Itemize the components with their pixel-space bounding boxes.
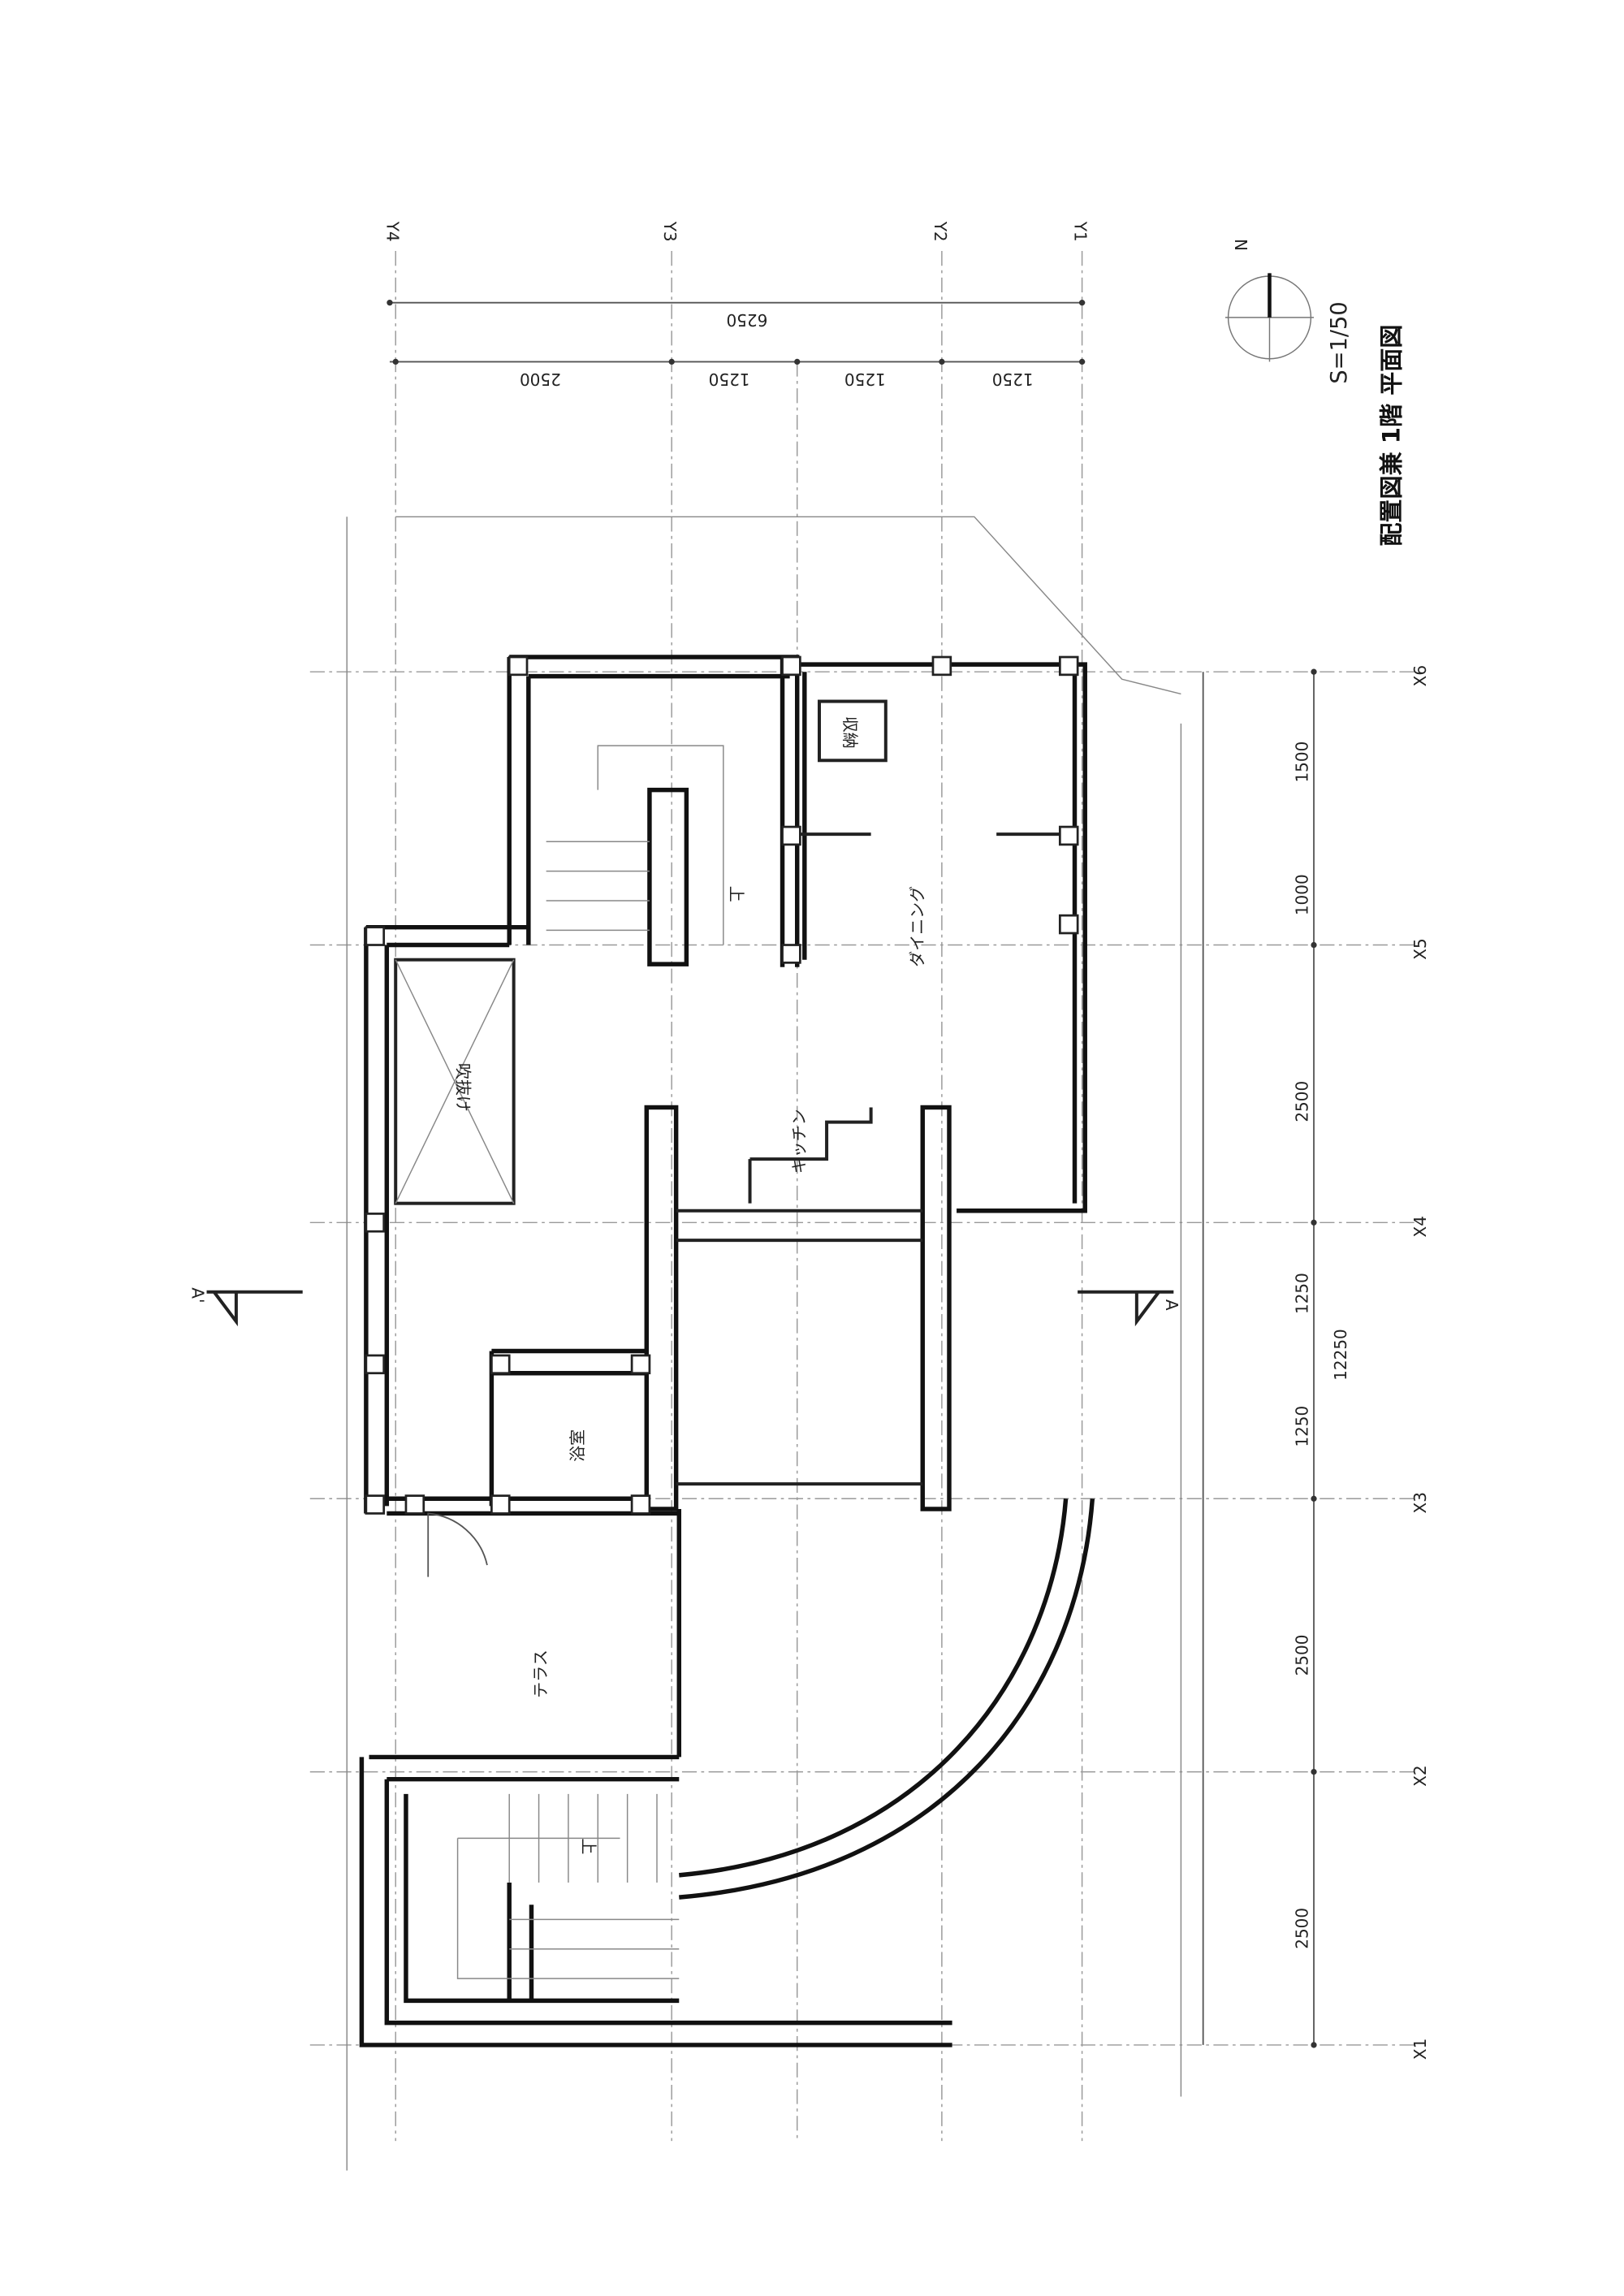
north-arrow: N bbox=[1224, 239, 1315, 362]
grid-lines bbox=[309, 251, 1418, 2171]
grid-label-y1: Y1 bbox=[1071, 221, 1091, 242]
room-label-bath: 浴室 bbox=[568, 1429, 587, 1462]
dim-y-1: 2500 bbox=[520, 370, 561, 389]
scale-label: S=1/50 bbox=[1327, 301, 1352, 383]
section-mark-a: A bbox=[1162, 1299, 1181, 1311]
room-label-kitchen: キッチン bbox=[789, 1109, 809, 1174]
grid-label-y2: Y2 bbox=[931, 221, 950, 242]
grid-label-x5: X5 bbox=[1410, 938, 1430, 959]
room-label-storage: 収納 bbox=[840, 716, 860, 749]
dim-x-4: 1250 bbox=[1293, 1273, 1312, 1314]
grid-label-x3: X3 bbox=[1410, 1492, 1430, 1513]
room-label-void: 吹抜け bbox=[454, 1063, 473, 1112]
dim-y-total: 6250 bbox=[727, 310, 768, 330]
drawing-title: 配置図兼 1階 平面図 bbox=[1377, 325, 1405, 547]
north-label: N bbox=[1232, 239, 1251, 251]
dim-y-4: 1250 bbox=[992, 370, 1034, 389]
dim-x-total: 12250 bbox=[1331, 1329, 1350, 1381]
grid-label-x2: X2 bbox=[1410, 1765, 1430, 1786]
dim-x-2: 2500 bbox=[1293, 1635, 1312, 1676]
dim-x-1: 2500 bbox=[1293, 1908, 1312, 1949]
grid-label-y3: Y3 bbox=[660, 221, 680, 242]
grid-label-x4: X4 bbox=[1410, 1216, 1430, 1237]
section-marks: A' A bbox=[188, 1287, 1181, 1327]
room-label-terrace: テラス bbox=[531, 1650, 551, 1698]
grid-label-x1: X1 bbox=[1410, 2039, 1430, 2060]
room-labels: 収納 吹抜け ダイニング キッチン 浴室 テラス 上 上 bbox=[454, 716, 927, 1855]
dim-x-3: 1250 bbox=[1293, 1406, 1312, 1447]
x-dimensions: 2500 2500 1250 1250 2500 1000 1500 12250… bbox=[1202, 665, 1430, 2060]
grid-label-x6: X6 bbox=[1410, 665, 1430, 686]
walls bbox=[359, 655, 1095, 2047]
stair-up-label-upper: 上 bbox=[727, 886, 746, 902]
dim-x-5: 2500 bbox=[1293, 1081, 1312, 1122]
stair-up-label-lower: 上 bbox=[579, 1838, 598, 1854]
y-dimensions: Y4 Y3 Y2 Y1 6250 2500 1250 1250 1250 bbox=[382, 221, 1090, 389]
dim-y-2: 1250 bbox=[709, 370, 750, 389]
dim-x-7: 1500 bbox=[1293, 742, 1312, 783]
section-mark-a-prime: A' bbox=[188, 1287, 207, 1303]
dim-y-3: 1250 bbox=[844, 370, 886, 389]
room-label-dining: ダイニング bbox=[907, 886, 926, 967]
grid-label-y4: Y4 bbox=[382, 221, 402, 242]
dim-x-6: 1000 bbox=[1293, 874, 1312, 915]
columns bbox=[365, 655, 1079, 1515]
